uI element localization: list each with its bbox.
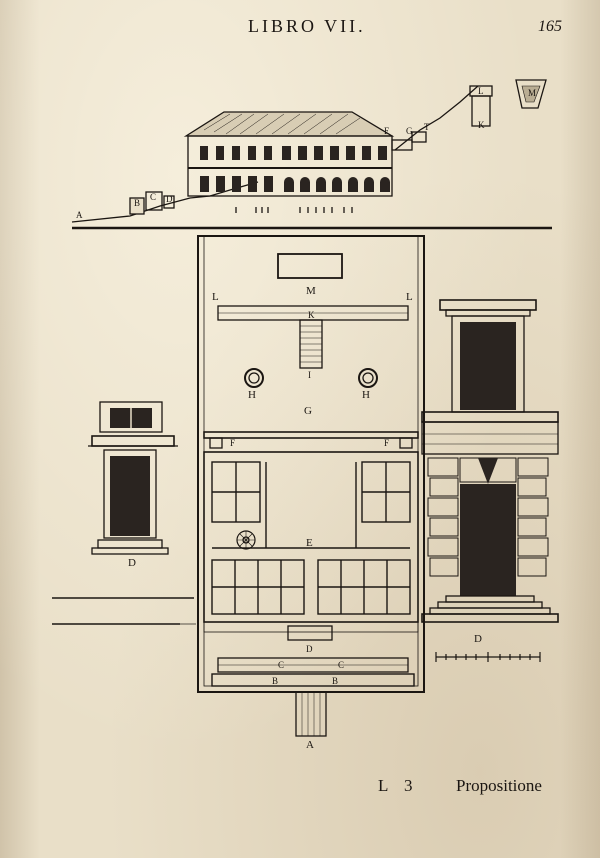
plan-label-h-left: H [248,389,256,401]
elev-label-g: G [406,126,413,136]
elev-label-l: L [478,86,484,96]
plan-label-b-right: B [332,676,338,686]
plan-label-l-right: L [406,291,413,303]
door-detail: D [421,299,559,662]
floor-plan: L M L K I H H G F F E D C C B B A [52,235,425,751]
plan-label-l-left: L [212,291,219,303]
plan-label-b-left: B [272,676,278,686]
plan-label-c-left: C [278,660,284,670]
elev-label-t: T [424,122,430,132]
page-header: LIBRO VII. 165 [0,14,600,44]
catchword: Propositione [456,776,542,795]
plan-label-d: D [306,644,313,654]
plan-label-i: I [308,370,311,380]
plan-label-k: K [308,310,315,320]
elev-label-d: D [166,194,173,204]
elev-label-f: F [384,126,389,136]
window-label: D [128,557,136,569]
elev-label-m: M [528,88,536,98]
running-head: LIBRO VII. [248,16,366,36]
column-ticks [235,207,353,213]
window-detail: D [88,401,178,569]
elev-label-b: B [134,198,140,208]
elevation-drawing: A B C D F G T L K M [71,79,552,230]
elev-label-c: C [150,192,156,202]
plan-label-a: A [306,739,314,751]
plan-label-c-right: C [338,660,344,670]
signature-mark: L 3 [378,776,419,795]
plan-label-e: E [306,537,313,549]
elev-label-a: A [76,210,83,220]
plan-label-g: G [304,405,312,417]
door-label: D [474,633,482,645]
plan-label-f-left: F [230,438,235,448]
plan-label-m: M [306,285,316,297]
plan-label-f-right: F [384,438,389,448]
plan-label-h-right: H [362,389,370,401]
elev-label-k: K [478,120,485,130]
page-footer: L 3 Propositione [0,776,600,806]
page-number: 165 [538,18,562,35]
scale-bar [435,652,541,662]
